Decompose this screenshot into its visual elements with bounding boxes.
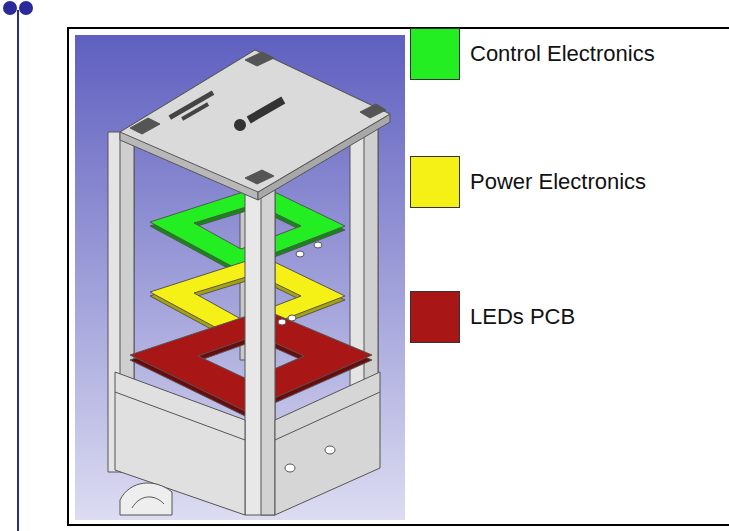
legend-row: LEDs PCB [410, 291, 575, 343]
legend-label: LEDs PCB [470, 304, 575, 330]
legend-label: Control Electronics [470, 41, 655, 67]
legend-swatch [410, 28, 460, 80]
legend-row: Control Electronics [410, 28, 655, 80]
legend-label: Power Electronics [470, 169, 646, 195]
legend-swatch [410, 156, 460, 208]
logo-mark [232, 95, 286, 133]
slide-rule [17, 10, 19, 531]
panel-frame [68, 28, 729, 525]
housing-left [115, 372, 245, 515]
render-background [75, 35, 405, 520]
legend-row: Power Electronics [410, 156, 646, 208]
cable-pipe [120, 483, 172, 515]
slide-dot [3, 1, 17, 15]
legend-swatch [410, 291, 460, 343]
top-plate [120, 50, 390, 192]
housing-right [275, 372, 380, 515]
slide-dot [19, 1, 33, 15]
